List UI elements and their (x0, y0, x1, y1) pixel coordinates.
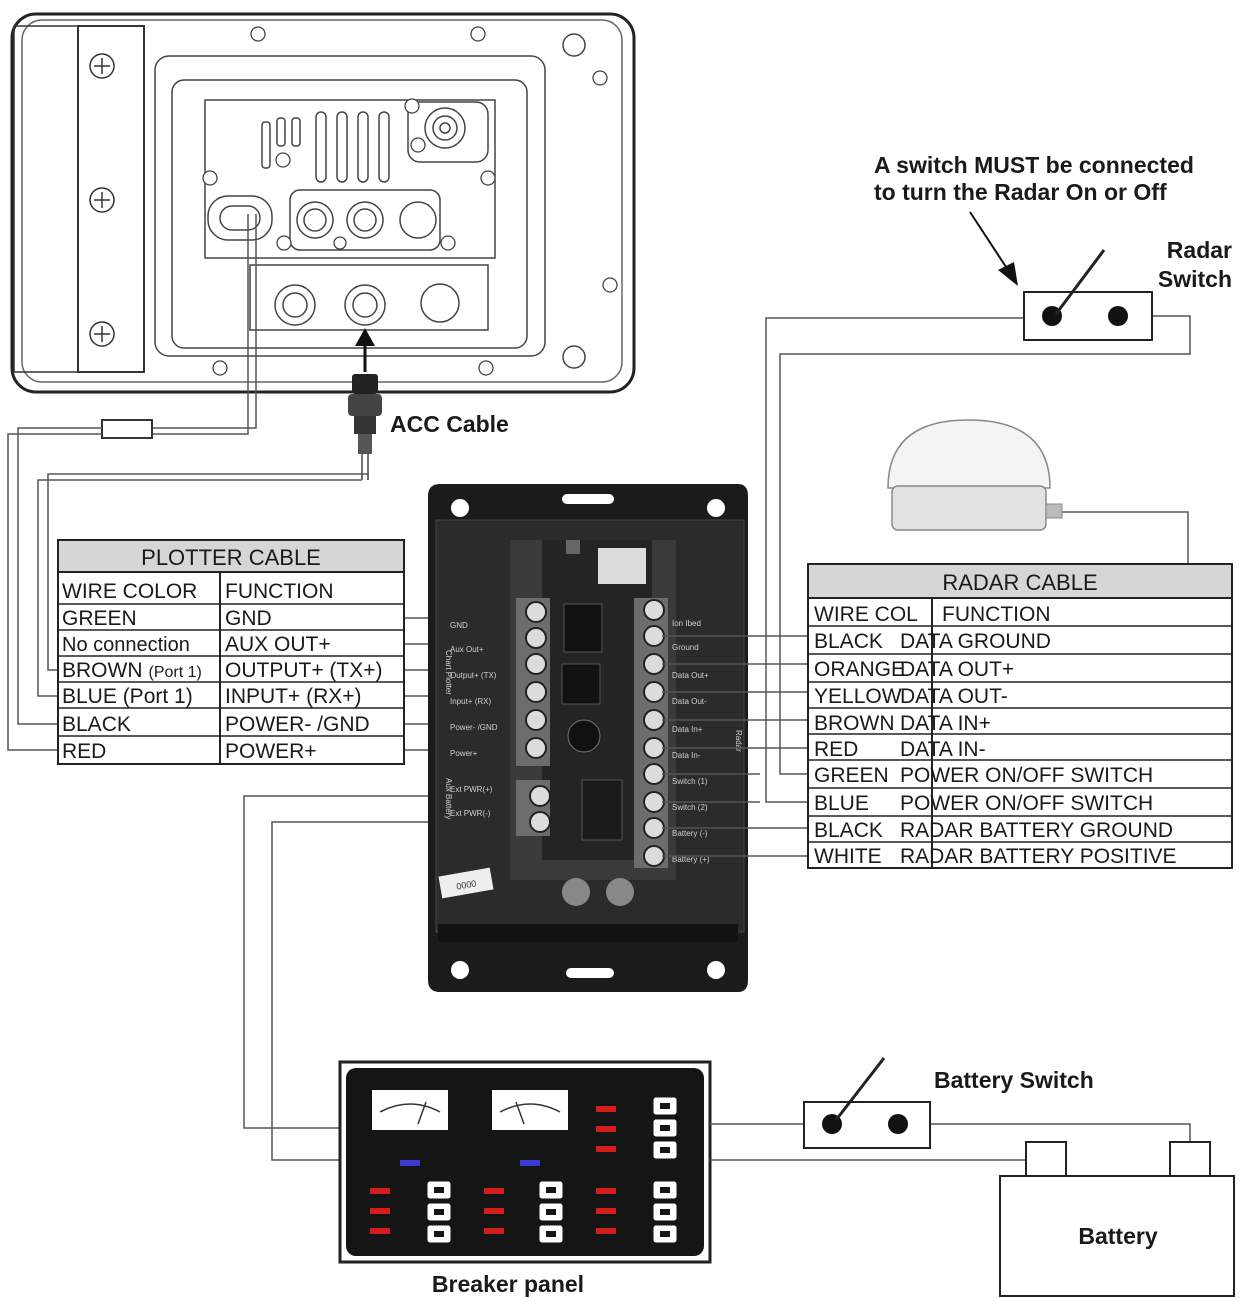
terminal-label: Input+ (RX) (450, 697, 491, 706)
terminal-label: Switch (2) (672, 803, 708, 812)
plotter-row-function: POWER+ (225, 740, 317, 763)
radar-row-color: BROWN (814, 712, 895, 735)
radar-switch-label: Switch (1158, 266, 1232, 292)
plotter-row-color: BROWN (Port 1) (62, 659, 202, 682)
terminal-label: Ion Ibed (672, 619, 701, 628)
plotter-header-function: FUNCTION (225, 580, 334, 603)
radar-row-function: POWER ON/OFF SWITCH (900, 792, 1153, 815)
breaker-panel (338, 1060, 712, 1264)
junction-box: 0000 GND Aux Out+ Output+ (TX) Input+ (R… (428, 484, 748, 992)
battery-switch-icon (803, 1057, 931, 1149)
radar-note-label: to turn the Radar On or Off (874, 179, 1167, 205)
radar-wiring (662, 315, 1191, 857)
plotter-row-color: GREEN (62, 607, 137, 630)
plotter-row-color-main: BROWN (62, 659, 143, 682)
plotter-row-function: POWER- /GND (225, 713, 370, 736)
terminal-label: GND (450, 621, 468, 630)
radar-row-color: ORANGE (814, 658, 905, 681)
terminal-label: Aux Out+ (450, 645, 484, 654)
terminal-group-label: Aux Battery (444, 778, 453, 819)
terminal-label: Ext PWR(+) (450, 785, 493, 794)
battery-switch-label: Battery Switch (934, 1067, 1094, 1093)
radar-dome-icon (887, 419, 1063, 531)
plotter-row-function: INPUT+ (RX+) (225, 685, 362, 708)
terminal-label: Ground (672, 643, 699, 652)
plotter-cable-title: PLOTTER CABLE (141, 545, 321, 570)
radar-note-label: A switch MUST be connected (874, 152, 1194, 178)
plotter-row-color-suffix: (Port 1) (149, 664, 202, 681)
radar-cable-title: RADAR CABLE (942, 570, 1097, 595)
terminal-label: Battery (-) (672, 829, 708, 838)
radar-row-function: DATA OUT- (900, 685, 1008, 708)
radar-row-color: BLUE (814, 792, 869, 815)
chart-plotter-device (10, 12, 636, 394)
breaker-panel-label: Breaker panel (432, 1271, 584, 1297)
radar-row-color: GREEN (814, 764, 889, 787)
terminal-label: Power+ (450, 749, 478, 758)
radar-row-color: RED (814, 738, 858, 761)
plotter-row-color: No connection (62, 634, 190, 656)
radar-note-arrow (969, 211, 1018, 286)
terminal-label: Output+ (TX) (450, 671, 497, 680)
terminal-label: Ext PWR(-) (450, 809, 491, 818)
plotter-cable-table: PLOTTER CABLE WIRE COLOR FUNCTION GREEN … (57, 539, 405, 765)
battery-icon (999, 1141, 1235, 1297)
radar-row-function: POWER ON/OFF SWITCH (900, 764, 1153, 787)
plotter-header-color: WIRE COLOR (62, 580, 197, 603)
radar-row-function: RADAR BATTERY POSITIVE (900, 845, 1177, 868)
terminal-group-label: Radar (734, 730, 743, 752)
gauge-icon (372, 1090, 568, 1130)
plotter-row-color: BLACK (62, 713, 131, 736)
radar-row-color: WHITE (814, 845, 882, 868)
terminal-label: Data In+ (672, 725, 703, 734)
radar-header-color: WIRE COL (814, 603, 918, 626)
plotter-row-color: BLUE (Port 1) (62, 685, 193, 708)
battery-label: Battery (1078, 1223, 1157, 1249)
terminal-label: Data Out+ (672, 671, 709, 680)
battery-wiring (710, 1123, 1191, 1161)
junction-serial: 0000 (456, 878, 477, 891)
radar-row-color: YELLOW (814, 685, 902, 708)
plotter-row-function: OUTPUT+ (TX+) (225, 659, 383, 682)
radar-row-function: DATA IN- (900, 738, 986, 761)
acc-cable-label: ACC Cable (390, 411, 509, 437)
radar-switch-icon (1023, 249, 1153, 341)
plotter-row-color: RED (62, 740, 106, 763)
terminal-label: Data In- (672, 751, 701, 760)
terminal-label: Switch (1) (672, 777, 708, 786)
radar-row-color: BLACK (814, 630, 883, 653)
radar-switch-label: Radar (1167, 237, 1232, 263)
terminal-label: Data Out- (672, 697, 707, 706)
radar-cable-table: RADAR CABLE WIRE COL FUNCTION (807, 563, 1233, 869)
plotter-row-function: GND (225, 607, 272, 630)
terminal-label: Battery (+) (672, 855, 710, 864)
radar-row-function: DATA OUT+ (900, 658, 1014, 681)
acc-connector-icon (348, 328, 382, 480)
radar-row-function: RADAR BATTERY GROUND (900, 819, 1173, 842)
terminal-label: Power- /GND (450, 723, 498, 732)
plotter-row-function: AUX OUT+ (225, 633, 331, 656)
radar-header-function: FUNCTION (942, 603, 1051, 626)
radar-row-function: DATA GROUND (900, 630, 1051, 653)
terminal-group-label: Chart Plotter (444, 650, 453, 695)
radar-row-function: DATA IN+ (900, 712, 991, 735)
radar-row-color: BLACK (814, 819, 883, 842)
